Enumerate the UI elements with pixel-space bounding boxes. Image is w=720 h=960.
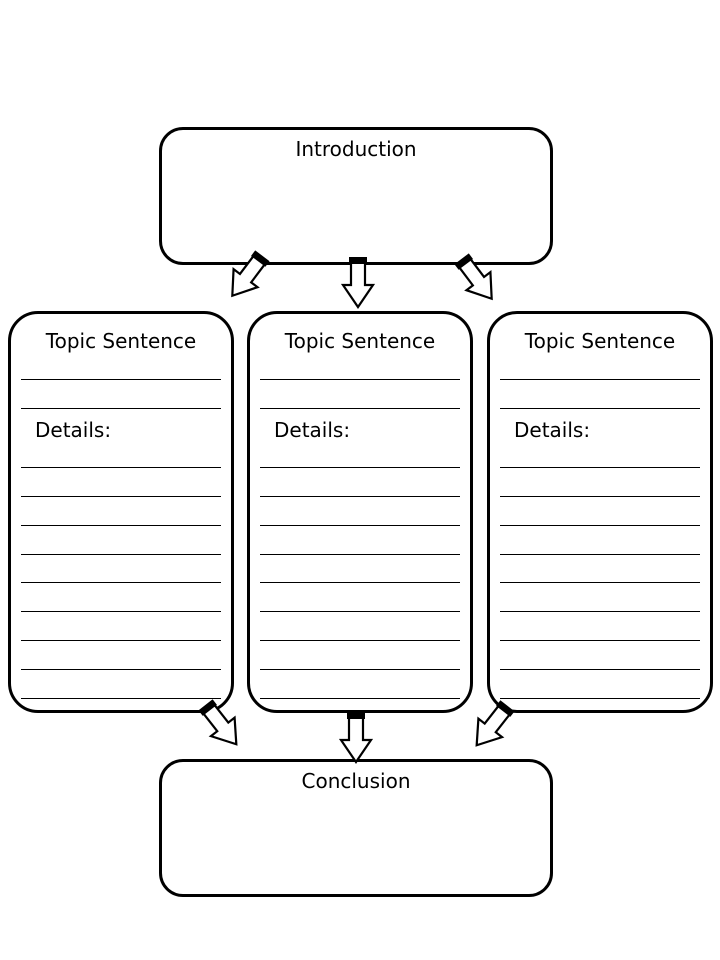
introduction-title: Introduction [295, 137, 417, 161]
writing-line[interactable] [260, 698, 460, 699]
details-label: Details: [35, 418, 112, 442]
writing-line[interactable] [21, 496, 221, 497]
writing-line[interactable] [260, 611, 460, 612]
arrow-col2-to-conclusion-icon [339, 710, 373, 764]
writing-line[interactable] [260, 496, 460, 497]
topic-sentence-label: Topic Sentence [524, 329, 676, 353]
writing-line[interactable] [260, 408, 460, 409]
writing-line[interactable] [500, 582, 700, 583]
topic-sentence-label: Topic Sentence [284, 329, 436, 353]
writing-line[interactable] [21, 467, 221, 468]
writing-line[interactable] [21, 698, 221, 699]
writing-line[interactable] [500, 467, 700, 468]
writing-line[interactable] [260, 669, 460, 670]
writing-line[interactable] [21, 379, 221, 380]
topic-sentence-label: Topic Sentence [45, 329, 197, 353]
writing-line[interactable] [21, 669, 221, 670]
writing-line[interactable] [260, 640, 460, 641]
conclusion-box: Conclusion [159, 759, 553, 897]
writing-line[interactable] [500, 496, 700, 497]
writing-line[interactable] [500, 669, 700, 670]
writing-line[interactable] [500, 640, 700, 641]
writing-line[interactable] [500, 408, 700, 409]
writing-line[interactable] [21, 525, 221, 526]
writing-line[interactable] [500, 525, 700, 526]
writing-line[interactable] [21, 582, 221, 583]
writing-line[interactable] [260, 582, 460, 583]
writing-line[interactable] [500, 379, 700, 380]
topic-column-1: Topic Sentence Details: [8, 311, 234, 713]
introduction-box: Introduction [159, 127, 553, 265]
conclusion-title: Conclusion [301, 769, 411, 793]
details-label: Details: [274, 418, 351, 442]
details-label: Details: [514, 418, 591, 442]
writing-line[interactable] [500, 611, 700, 612]
writing-line[interactable] [260, 554, 460, 555]
writing-line[interactable] [21, 611, 221, 612]
writing-line[interactable] [21, 640, 221, 641]
writing-line[interactable] [500, 554, 700, 555]
writing-line[interactable] [260, 467, 460, 468]
topic-column-2: Topic Sentence Details: [247, 311, 473, 713]
writing-line[interactable] [21, 408, 221, 409]
writing-line[interactable] [260, 525, 460, 526]
writing-line[interactable] [260, 379, 460, 380]
topic-column-3: Topic Sentence Details: [487, 311, 713, 713]
writing-line[interactable] [500, 698, 700, 699]
writing-line[interactable] [21, 554, 221, 555]
